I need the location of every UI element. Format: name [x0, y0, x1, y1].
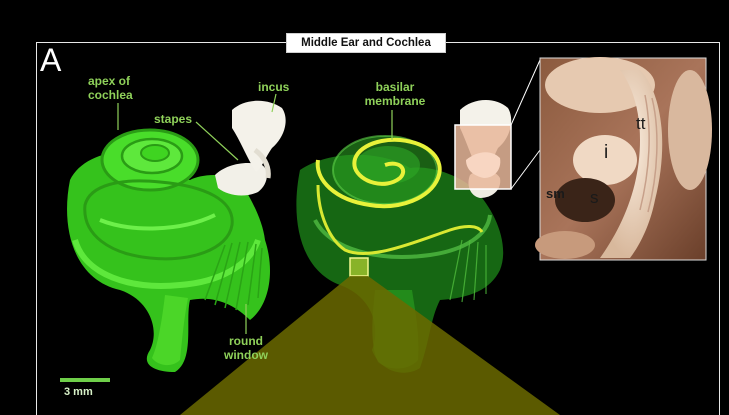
figure-title: Middle Ear and Cochlea [286, 33, 446, 53]
apex-label-line2: cochlea [88, 88, 133, 102]
stapes-label: stapes [154, 112, 192, 126]
round-window-label: round window [218, 334, 274, 362]
incus-label: incus [258, 80, 289, 94]
apex-label-line1: apex of [88, 74, 133, 88]
round-window-line2: window [218, 348, 274, 362]
basilar-membrane-label: basilar membrane [355, 80, 435, 108]
scale-bar [60, 378, 110, 382]
photo-tissue-right [668, 70, 712, 190]
basilar-label-line1: basilar [355, 80, 435, 94]
photo-label-sm: sm [546, 186, 565, 201]
scale-bar-label: 3 mm [64, 386, 93, 398]
photo-connector-top [511, 60, 540, 125]
photo-connector-bottom [511, 150, 540, 189]
photo-label-i: i [604, 142, 608, 164]
round-window-line1: round [218, 334, 274, 348]
photo-label-tt: tt [636, 114, 645, 134]
basilar-zoom-selector [350, 258, 368, 276]
left-ossicles [215, 101, 286, 196]
photo-label-s: s [590, 188, 599, 208]
left-cochlea-core [141, 145, 169, 161]
left-incus-bone [232, 101, 286, 172]
basilar-label-line2: membrane [355, 94, 435, 108]
photo-lower-tissue [535, 231, 595, 259]
apex-of-cochlea-label: apex of cochlea [88, 74, 133, 102]
microscope-photo [535, 57, 712, 260]
panel-letter: A [40, 44, 61, 76]
